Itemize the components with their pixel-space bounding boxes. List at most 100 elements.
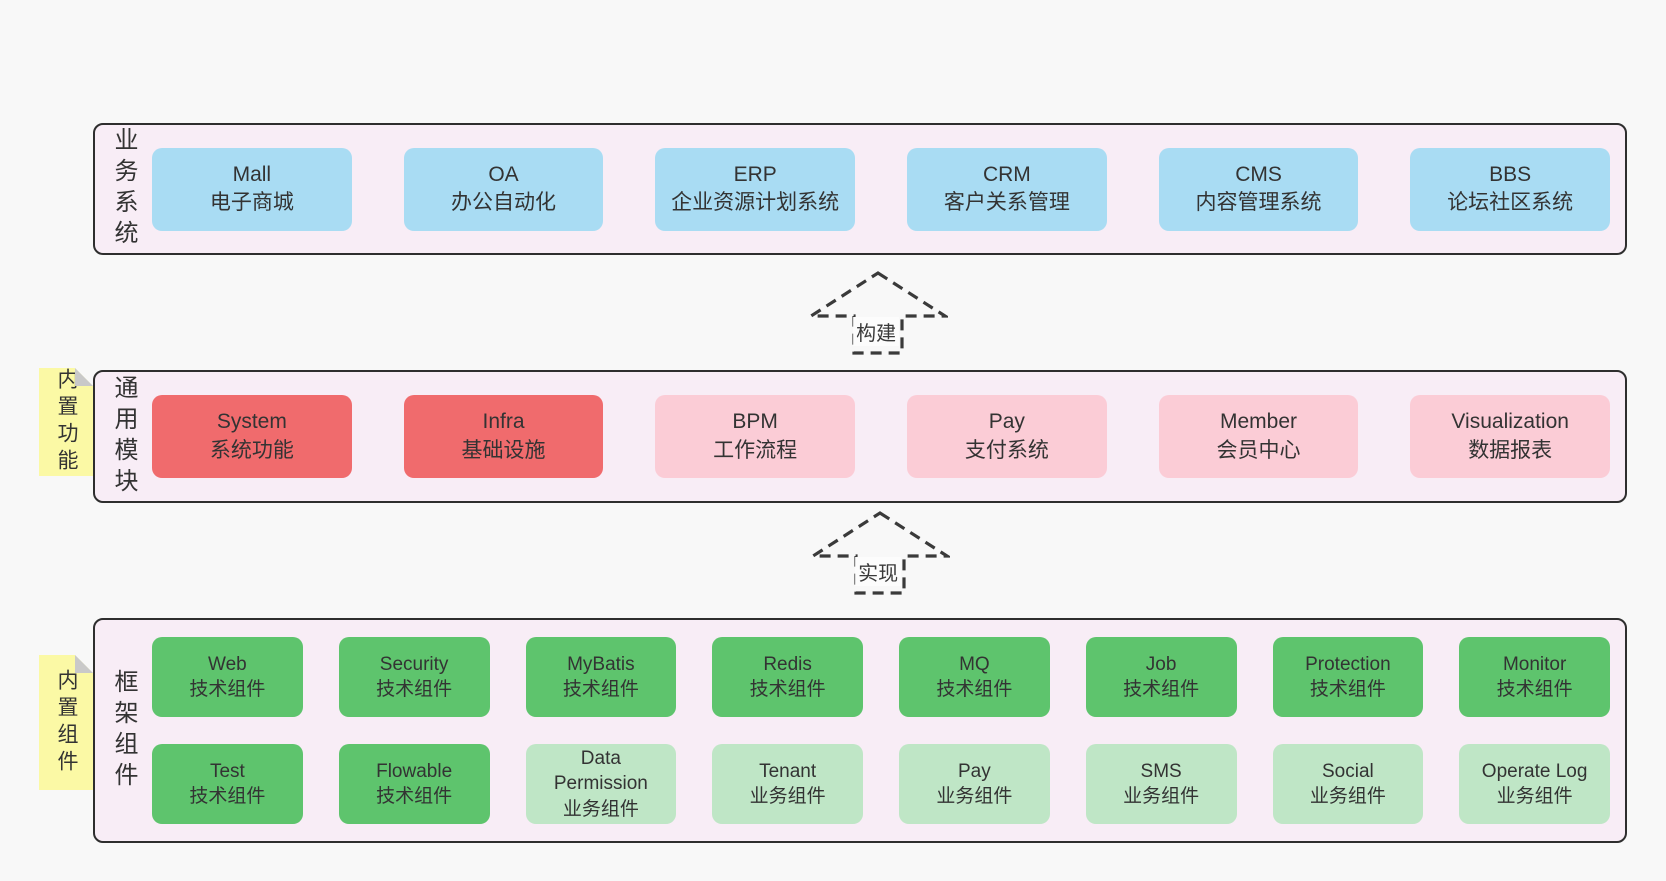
box-crm: CRM 客户关系管理 <box>907 147 1107 231</box>
box-sms: SMS 业务组件 <box>1085 744 1237 824</box>
box-mall: Mall 电子商城 <box>152 147 352 231</box>
box-data-permission: Data Permission 业务组件 <box>525 744 677 824</box>
box-title: Operate Log <box>1481 760 1588 782</box>
sticky-note-paper: 内置功能 <box>39 368 93 476</box>
box-subtitle: 技术组件 <box>189 786 266 807</box>
box-title: Data Permission <box>553 748 648 795</box>
box-pay-module: Pay 支付系统 <box>907 395 1107 478</box>
box-subtitle: 基础设施 <box>461 438 546 462</box>
box-subtitle: 内容管理系统 <box>1195 191 1322 214</box>
box-job: Job 技术组件 <box>1085 637 1237 717</box>
box-social: Social 业务组件 <box>1272 744 1424 824</box>
box-subtitle: 技术组件 <box>376 786 453 807</box>
box-tenant: Tenant 业务组件 <box>712 744 863 824</box>
sticky-note-builtin-components: 内置组件 <box>39 655 93 790</box>
box-bpm: BPM 工作流程 <box>655 395 856 478</box>
box-subtitle: 技术组件 <box>749 679 826 700</box>
implement-arrow: 实现 <box>810 510 950 596</box>
sticky-note-text: 内置功能 <box>55 368 78 476</box>
box-subtitle: 技术组件 <box>1123 679 1200 700</box>
box-subtitle: 电子商城 <box>209 191 294 214</box>
box-title: BPM <box>732 410 778 434</box>
box-title: Mall <box>232 162 272 186</box>
box-subtitle: 工作流程 <box>713 438 798 462</box>
box-bbs: BBS 论坛社区系统 <box>1410 147 1611 231</box>
box-protection: Protection 技术组件 <box>1272 637 1424 717</box>
box-subtitle: 技术组件 <box>936 679 1013 700</box>
box-monitor: Monitor 技术组件 <box>1459 637 1610 717</box>
box-subtitle: 业务组件 <box>936 786 1013 807</box>
sticky-note-paper: 内置组件 <box>39 655 93 790</box>
box-title: Test <box>209 760 245 782</box>
box-mybatis: MyBatis 技术组件 <box>525 637 677 717</box>
sticky-note-builtin-features: 内置功能 <box>39 368 93 476</box>
common-modules-box-row: System 系统功能 Infra 基础设施 BPM 工作流程 Pay 支付系统… <box>152 372 1625 501</box>
box-subtitle: 技术组件 <box>376 679 453 700</box>
box-subtitle: 业务组件 <box>1123 786 1200 807</box>
box-subtitle: 企业资源计划系统 <box>671 191 840 214</box>
box-test: Test 技术组件 <box>152 744 303 824</box>
box-title: Infra <box>482 410 525 434</box>
box-subtitle: 支付系统 <box>964 438 1049 462</box>
box-subtitle: 数据报表 <box>1468 438 1553 462</box>
box-title: Monitor <box>1502 653 1567 675</box>
box-subtitle: 客户关系管理 <box>943 191 1070 214</box>
layer-business-systems: 业务系统 Mall 电子商城 OA 办公自动化 ERP 企业资源计划系统 CRM… <box>93 123 1627 255</box>
box-title: Pay <box>958 760 991 782</box>
box-pay-component: Pay 业务组件 <box>899 744 1050 824</box>
business-components-row: Test 技术组件 Flowable 技术组件 Data Permission … <box>152 744 1610 824</box>
box-title: System <box>216 410 287 434</box>
box-title: CRM <box>982 162 1031 186</box>
box-subtitle: 技术组件 <box>562 679 639 700</box>
tech-components-row: Web 技术组件 Security 技术组件 MyBatis 技术组件 Redi… <box>152 637 1610 717</box>
box-title: CMS <box>1235 162 1282 186</box>
box-title: Tenant <box>759 760 817 782</box>
box-cms: CMS 内容管理系统 <box>1158 147 1359 231</box>
box-title: Web <box>208 653 247 675</box>
box-web: Web 技术组件 <box>152 637 303 717</box>
box-flowable: Flowable 技术组件 <box>338 744 490 824</box>
business-systems-box-row: Mall 电子商城 OA 办公自动化 ERP 企业资源计划系统 CRM 客户关系… <box>152 125 1625 253</box>
layer-label-framework-components: 框架组件 <box>110 668 137 793</box>
box-redis: Redis 技术组件 <box>712 637 863 717</box>
box-title: Social <box>1322 760 1374 782</box>
build-arrow: 构建 <box>808 270 948 356</box>
layer-label-common-modules: 通用模块 <box>110 374 137 499</box>
box-title: BBS <box>1489 162 1532 186</box>
build-arrow-label: 构建 <box>853 317 900 346</box>
note-fold-corner-icon <box>75 655 93 673</box>
box-title: MQ <box>959 653 990 675</box>
box-system: System 系统功能 <box>152 395 352 478</box>
box-title: Member <box>1220 410 1298 434</box>
box-oa: OA 办公自动化 <box>403 147 604 231</box>
layer-common-modules: 通用模块 System 系统功能 Infra 基础设施 BPM 工作流程 Pay… <box>93 370 1627 503</box>
box-subtitle: 技术组件 <box>1496 679 1573 700</box>
box-title: Flowable <box>376 760 453 782</box>
box-subtitle: 技术组件 <box>189 679 266 700</box>
box-title: Redis <box>763 653 812 675</box>
box-subtitle: 业务组件 <box>749 786 826 807</box>
box-title: Pay <box>988 410 1025 434</box>
box-title: ERP <box>733 162 777 186</box>
dashed-up-arrow-icon <box>810 511 950 595</box>
box-subtitle: 业务组件 <box>1496 786 1573 807</box>
box-visualization: Visualization 数据报表 <box>1410 395 1611 478</box>
box-title: OA <box>488 162 519 186</box>
box-subtitle: 技术组件 <box>1309 679 1386 700</box>
box-subtitle: 会员中心 <box>1216 438 1301 462</box>
sticky-note-text: 内置组件 <box>55 668 78 777</box>
note-fold-corner-icon <box>75 368 93 386</box>
box-subtitle: 业务组件 <box>1309 786 1386 807</box>
box-subtitle: 办公自动化 <box>451 191 556 214</box>
box-subtitle: 业务组件 <box>562 798 639 820</box>
box-title: Security <box>379 653 449 675</box>
box-erp: ERP 企业资源计划系统 <box>655 147 856 231</box>
implement-arrow-label: 实现 <box>855 557 902 586</box>
dashed-up-arrow-icon <box>808 271 948 355</box>
box-security: Security 技术组件 <box>338 637 490 717</box>
box-subtitle: 系统功能 <box>209 438 294 462</box>
framework-components-rows: Web 技术组件 Security 技术组件 MyBatis 技术组件 Redi… <box>152 620 1625 841</box>
box-operate-log: Operate Log 业务组件 <box>1459 744 1610 824</box>
layer-framework-components: 框架组件 Web 技术组件 Security 技术组件 MyBatis 技术组件… <box>93 618 1627 843</box>
box-title: Visualization <box>1451 410 1569 434</box>
